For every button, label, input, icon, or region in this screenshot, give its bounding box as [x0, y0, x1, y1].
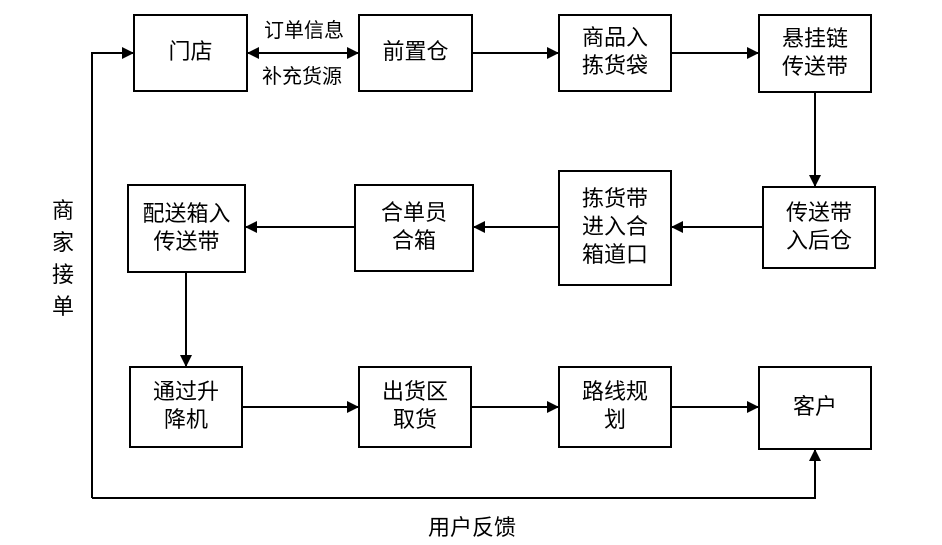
node-goods-into-bag: 商品入 拣货袋: [558, 14, 672, 92]
node-label: 客户: [792, 395, 837, 420]
edge-label-replenish: 补充货源: [262, 64, 342, 88]
node-clerk-merge-box: 合单员 合箱: [354, 184, 474, 272]
node-route-planning: 路线规 划: [558, 366, 672, 448]
node-label: 配送箱入 传送带: [142, 201, 231, 255]
edge-label-order-info: 订单信息: [264, 18, 344, 42]
node-hanging-chain-belt: 悬挂链 传送带: [758, 14, 872, 93]
node-box-to-belt: 配送箱入 传送带: [127, 184, 246, 273]
node-label: 路线规 划: [581, 380, 648, 433]
node-label: 悬挂链 传送带: [781, 26, 848, 80]
node-label: 合单员 合箱: [380, 201, 447, 254]
node-label: 传送带 入后仓: [785, 200, 852, 254]
node-label: 门店: [168, 40, 213, 65]
node-belt-to-back-warehouse: 传送带 入后仓: [762, 186, 876, 269]
node-label: 前置仓: [382, 40, 449, 65]
edge-label-merchant-accepts: 商 家 接 单: [51, 199, 74, 320]
node-label: 拣货带 进入合 箱道口: [581, 187, 648, 268]
arrow-feedback-to-customer: [92, 449, 821, 499]
arrow-merchant-to-store: [91, 47, 134, 498]
node-belt-to-merge-lane: 拣货带 进入合 箱道口: [558, 170, 672, 286]
node-label: 通过升 降机: [152, 380, 219, 433]
node-pickup-area: 出货区 取货: [358, 366, 472, 448]
node-customer: 客户: [758, 366, 872, 450]
edge-label-user-feedback: 用户反馈: [428, 516, 517, 541]
node-via-elevator: 通过升 降机: [129, 366, 243, 448]
node-label: 出货区 取货: [381, 380, 448, 433]
node-front-warehouse: 前置仓: [358, 14, 473, 92]
node-store: 门店: [133, 14, 248, 92]
node-label: 商品入 拣货袋: [581, 26, 648, 79]
